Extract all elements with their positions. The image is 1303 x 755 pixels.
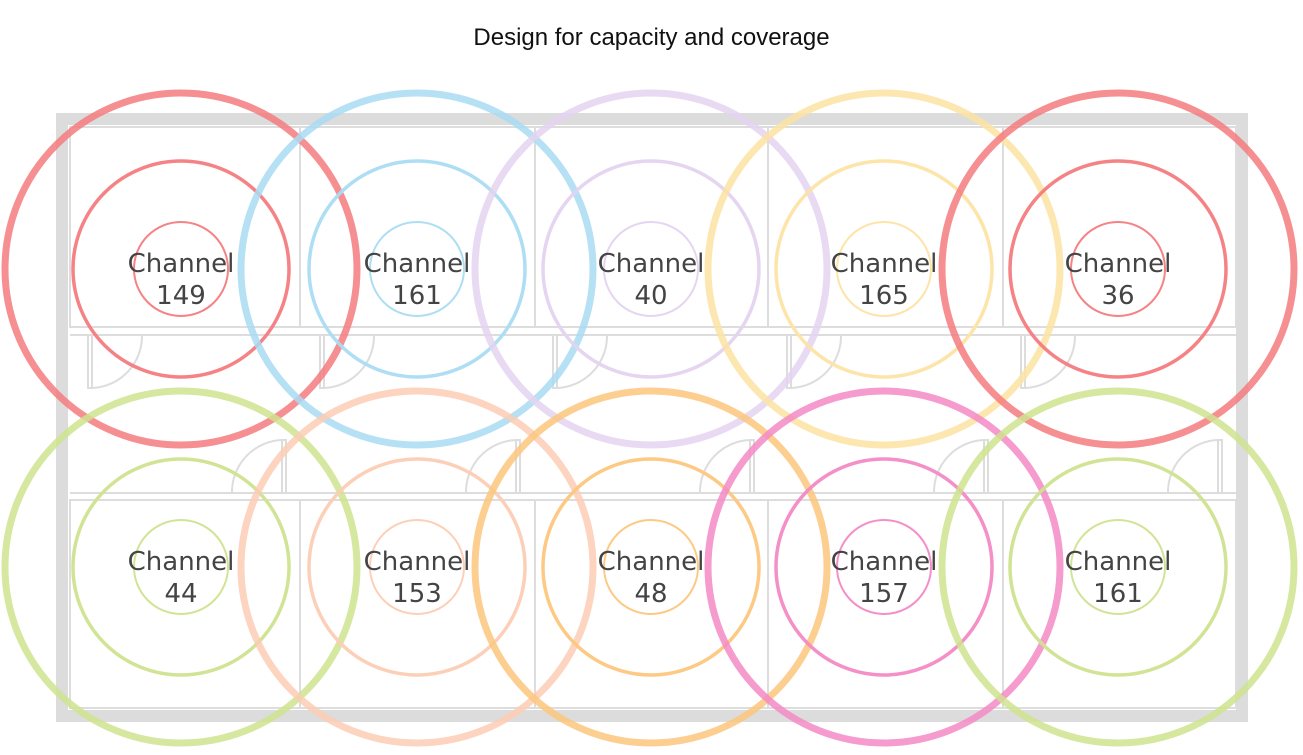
- coverage-ring-middle: [541, 457, 761, 677]
- coverage-ring-outer: [237, 89, 597, 449]
- coverage-ring-inner: [133, 519, 229, 615]
- coverage-ring-middle: [1008, 159, 1228, 379]
- channel-number: 153: [392, 579, 442, 609]
- coverage-ring-inner: [1070, 221, 1166, 317]
- coverage-ring-inner: [1070, 519, 1166, 615]
- channel-word: Channel: [598, 547, 705, 577]
- coverage-ring-outer: [704, 89, 1064, 449]
- coverage-ring-inner: [603, 519, 699, 615]
- coverage-ring-inner: [133, 221, 229, 317]
- coverage-ring-outer: [1, 387, 361, 747]
- rooms-bottom-row: [69, 499, 1237, 709]
- coverage-ring-inner: [836, 519, 932, 615]
- coverage-ring-middle: [774, 457, 994, 677]
- channel-number: 161: [392, 281, 442, 311]
- rooms-top-row: [69, 126, 1237, 328]
- channel-number: 157: [859, 579, 909, 609]
- doors-top: [87, 334, 1077, 389]
- coverage-ring-inner: [369, 221, 465, 317]
- coverage-ring-middle: [774, 159, 994, 379]
- channel-number: 165: [859, 281, 909, 311]
- coverage-ring-inner: [603, 221, 699, 317]
- coverage-ring-outer: [237, 387, 597, 747]
- coverage-ring-outer: [1, 89, 361, 449]
- channel-word: Channel: [598, 249, 705, 279]
- coverage-ring-outer: [471, 387, 831, 747]
- coverage-ring-middle: [71, 457, 291, 677]
- channel-word: Channel: [128, 547, 235, 577]
- coverage-ring-middle: [307, 159, 527, 379]
- channel-word: Channel: [128, 249, 235, 279]
- channel-word: Channel: [831, 249, 938, 279]
- channel-number: 36: [1101, 281, 1134, 311]
- coverage-ring-outer: [704, 387, 1064, 747]
- channel-number: 48: [634, 579, 667, 609]
- coverage-ring-outer: [938, 387, 1298, 747]
- coverage-ring-middle: [541, 159, 761, 379]
- channel-number: 161: [1093, 579, 1143, 609]
- coverage-ring-middle: [71, 159, 291, 379]
- channel-word: Channel: [364, 547, 471, 577]
- coverage-ring-inner: [836, 221, 932, 317]
- coverage-ring-middle: [1008, 457, 1228, 677]
- coverage-ring-inner: [369, 519, 465, 615]
- corridor: [70, 334, 1236, 494]
- channel-number: 40: [634, 281, 667, 311]
- channel-word: Channel: [1065, 547, 1172, 577]
- channel-number: 44: [164, 579, 197, 609]
- coverage-ring-middle: [307, 457, 527, 677]
- diagram-title: Design for capacity and coverage: [473, 24, 830, 51]
- channel-word: Channel: [364, 249, 471, 279]
- coverage-ring-outer: [938, 89, 1298, 449]
- building-outline: [56, 113, 1248, 722]
- channel-number: 149: [156, 281, 206, 311]
- coverage-ring-outer: [471, 89, 831, 449]
- access-points: Channel149Channel161Channel40Channel165C…: [1, 89, 1298, 747]
- channel-word: Channel: [1065, 249, 1172, 279]
- doors-bottom: [230, 439, 1223, 494]
- channel-word: Channel: [831, 547, 938, 577]
